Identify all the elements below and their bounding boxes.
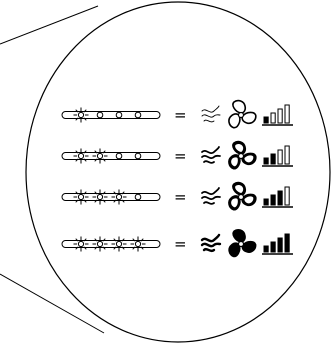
wind-icon [201, 187, 221, 205]
led-lit [92, 148, 108, 164]
led-lit [92, 189, 108, 205]
equals-sign: = [174, 106, 187, 124]
wind-icon [200, 233, 222, 253]
speed-row-3: = [61, 181, 293, 211]
speed-row-1: = [61, 99, 293, 129]
signal-bars [262, 186, 293, 208]
speed-row-4: = [61, 229, 293, 258]
led-lit [130, 236, 146, 252]
signal-bar [263, 157, 269, 165]
led-off [115, 152, 123, 160]
led-off [115, 111, 123, 119]
speed-row-2: = [61, 140, 293, 170]
led-lit [73, 189, 89, 205]
speed-rows: = = = = [61, 99, 293, 258]
equals-sign: = [174, 147, 187, 165]
signal-bar [284, 145, 290, 165]
signal-bar [263, 116, 269, 124]
signal-bar [270, 112, 276, 124]
signal-bars [262, 104, 293, 126]
led-lit [111, 189, 127, 205]
magnifier-circle [25, 1, 331, 343]
signal-bar [263, 245, 269, 253]
fan-icon [228, 140, 257, 170]
led-lit [111, 236, 127, 252]
equals-sign: = [174, 235, 187, 253]
wind-icon [201, 105, 221, 123]
led-off [134, 152, 142, 160]
signal-bar [284, 104, 290, 124]
equals-sign: = [174, 188, 187, 206]
signal-bars [262, 145, 293, 167]
wind-icon [201, 146, 221, 164]
signal-bar [270, 241, 276, 253]
signal-bar [270, 194, 276, 206]
signal-bar [263, 198, 269, 206]
fan-icon [228, 181, 257, 211]
signal-bar [277, 237, 283, 253]
led-lit [73, 148, 89, 164]
signal-bar [277, 108, 283, 124]
signal-bars [262, 233, 293, 255]
leader-line-bottom [0, 273, 105, 334]
led-off [96, 111, 104, 119]
fan-icon [228, 99, 257, 129]
led-lit [73, 107, 89, 123]
signal-bar [277, 190, 283, 206]
signal-bar [284, 186, 290, 206]
led-off [134, 111, 142, 119]
fan-icon [228, 229, 257, 258]
led-off [134, 193, 142, 201]
led-lit [73, 236, 89, 252]
led-lit [92, 236, 108, 252]
signal-bar [277, 149, 283, 165]
signal-bar [284, 233, 290, 253]
signal-bar [270, 153, 276, 165]
leader-line-top [0, 5, 99, 45]
